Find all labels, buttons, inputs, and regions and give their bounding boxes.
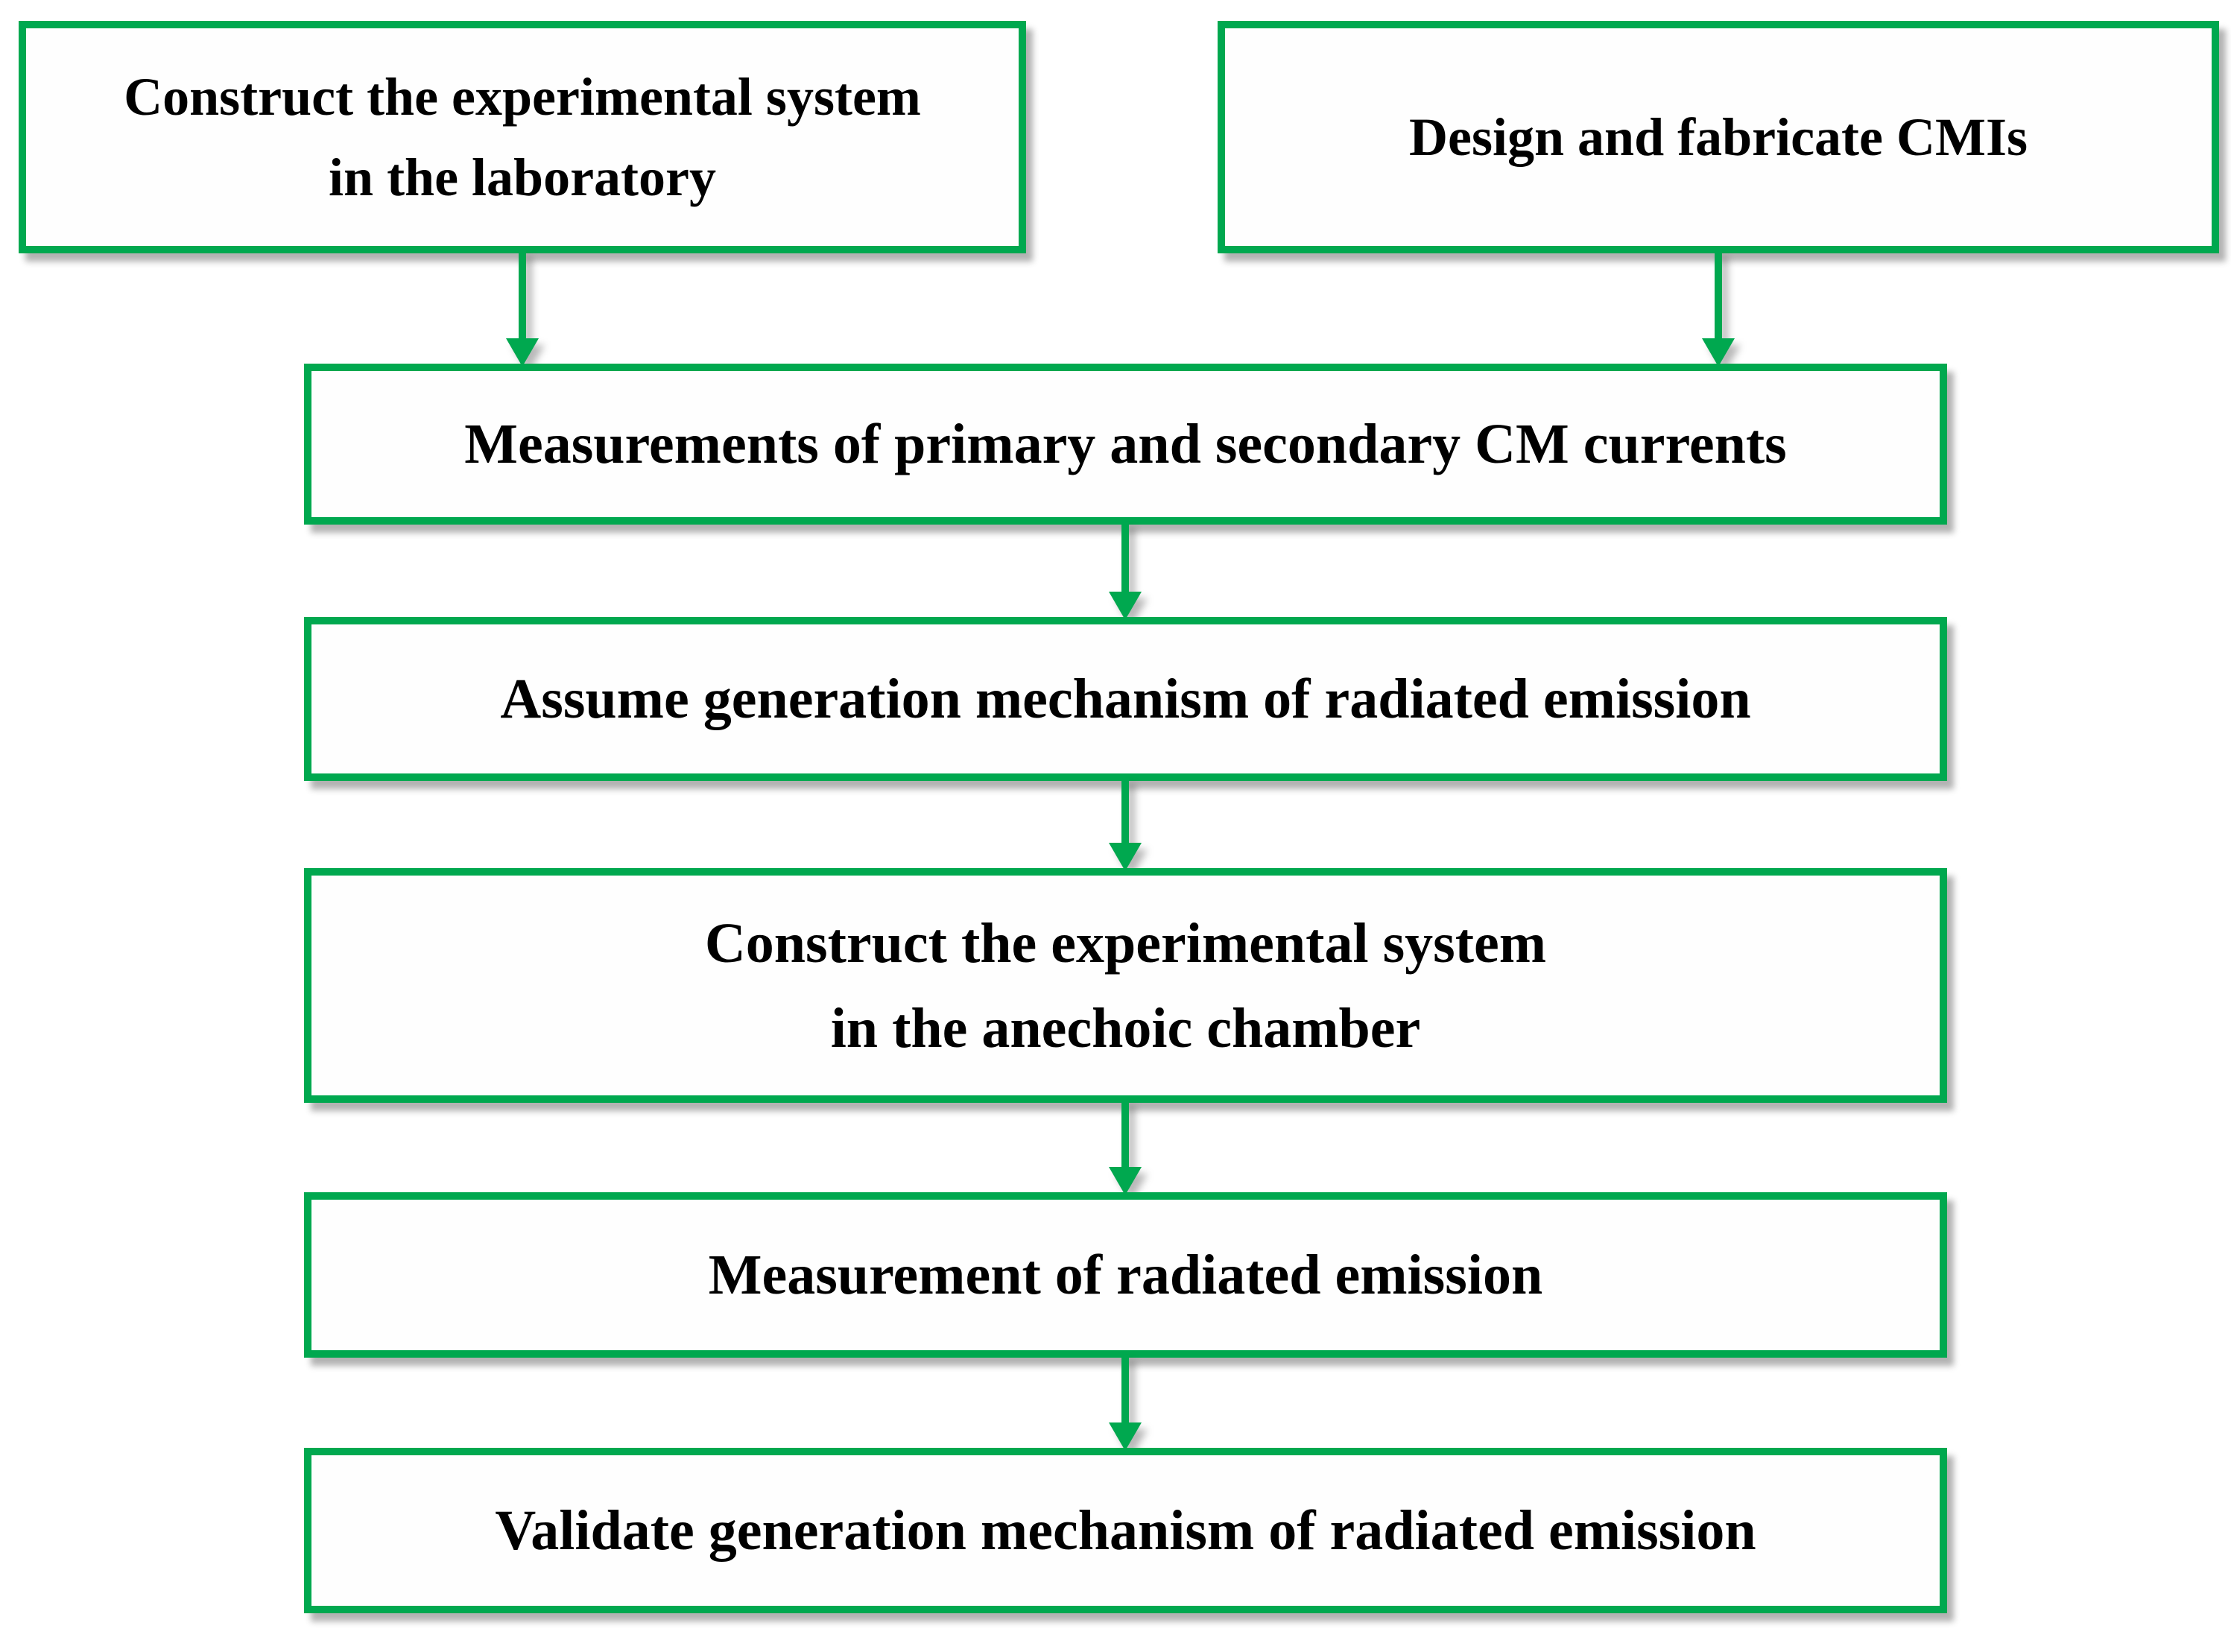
arrow-stem: [1121, 1355, 1129, 1424]
flow-node-construct-chamber-label: Construct the experimental system in the…: [704, 911, 1547, 1060]
flow-node-construct-chamber: Construct the experimental system in the…: [304, 868, 1947, 1103]
arrow-measure-radiated-to-validate-mechanism: [1109, 1355, 1142, 1451]
arrow-stem: [519, 250, 526, 340]
arrow-down-icon: [1109, 843, 1142, 871]
flow-node-construct-lab: Construct the experimental system in the…: [19, 21, 1026, 253]
flow-node-measure-radiated-emission: Measurement of radiated emission: [304, 1192, 1947, 1358]
arrow-stem: [1121, 522, 1129, 593]
arrow-down-icon: [1109, 1167, 1142, 1195]
arrow-design-cmis-to-measure-cm-currents: [1702, 250, 1735, 367]
arrow-assume-mechanism-to-construct-chamber: [1109, 778, 1142, 871]
flow-node-design-cmis-label: Design and fabricate CMIs: [1409, 107, 2028, 167]
arrow-down-icon: [506, 338, 539, 367]
arrow-stem: [1715, 250, 1722, 340]
arrow-measure-cm-currents-to-assume-mechanism: [1109, 522, 1142, 620]
arrow-stem: [1121, 778, 1129, 844]
arrow-construct-chamber-to-measure-radiated: [1109, 1100, 1142, 1195]
flow-node-measure-cm-currents: Measurements of primary and secondary CM…: [304, 364, 1947, 525]
flow-node-validate-mechanism: Validate generation mechanism of radiate…: [304, 1448, 1947, 1613]
arrow-down-icon: [1109, 1422, 1142, 1451]
arrow-down-icon: [1109, 592, 1142, 620]
flow-node-validate-mechanism-label: Validate generation mechanism of radiate…: [495, 1499, 1756, 1562]
arrow-stem: [1121, 1100, 1129, 1168]
flow-node-assume-mechanism-label: Assume generation mechanism of radiated …: [500, 668, 1751, 730]
arrow-down-icon: [1702, 338, 1735, 367]
flow-node-measure-radiated-emission-label: Measurement of radiated emission: [708, 1244, 1543, 1306]
flow-node-construct-lab-label: Construct the experimental system in the…: [124, 67, 921, 207]
flow-node-assume-mechanism: Assume generation mechanism of radiated …: [304, 617, 1947, 781]
flow-node-measure-cm-currents-label: Measurements of primary and secondary CM…: [464, 413, 1787, 475]
flow-node-design-cmis: Design and fabricate CMIs: [1218, 21, 2219, 253]
arrow-construct-lab-to-measure-cm-currents: [506, 250, 539, 367]
